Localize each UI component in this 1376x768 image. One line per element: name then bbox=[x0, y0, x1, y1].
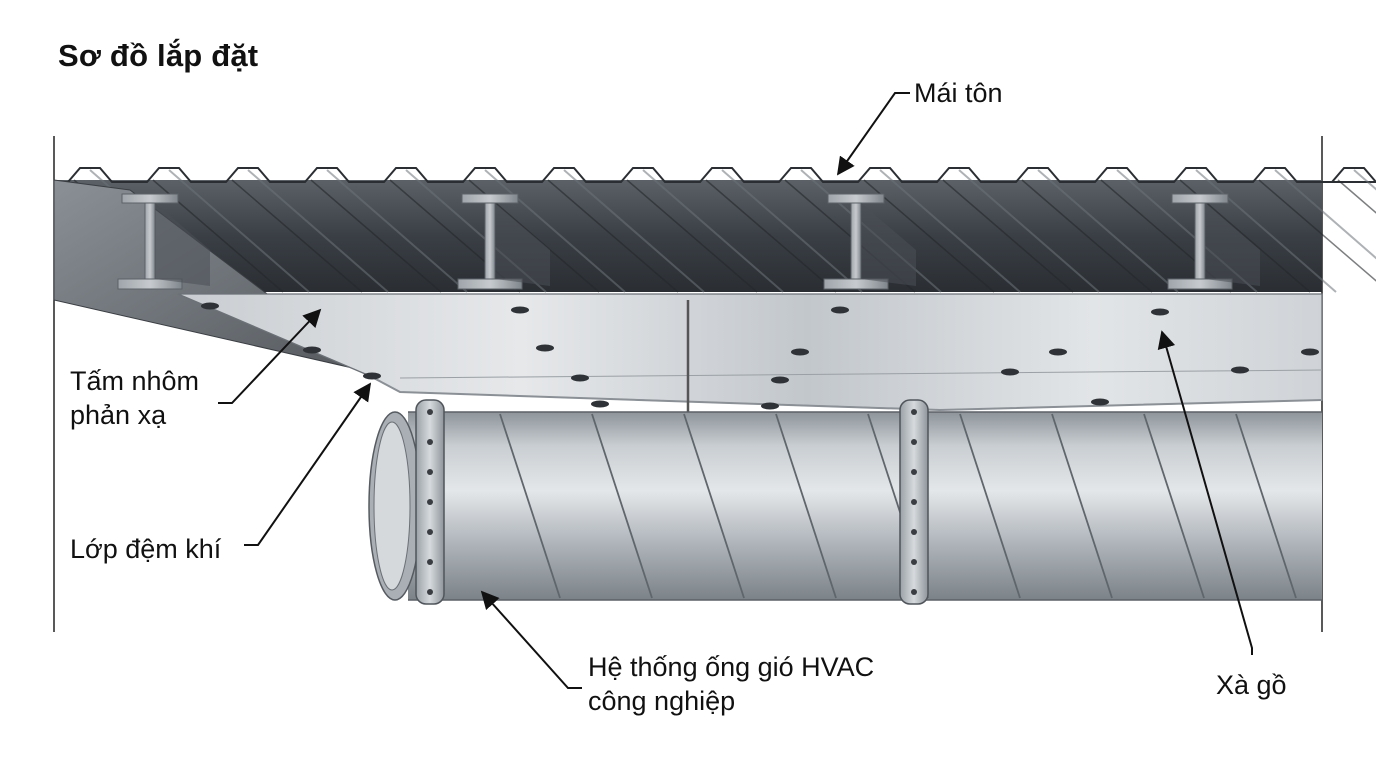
purlin-beam bbox=[823, 193, 916, 290]
label-roof: Mái tôn bbox=[914, 76, 1003, 110]
leader-lines bbox=[218, 92, 1253, 689]
label-purlin: Xà gồ bbox=[1216, 668, 1287, 702]
label-roof-text: Mái tôn bbox=[914, 78, 1003, 108]
reflective-foil-sheet bbox=[177, 293, 1323, 590]
purlin-leader bbox=[1157, 330, 1253, 655]
label-foil-line2: phản xạ bbox=[70, 400, 167, 430]
label-duct-line2: công nghiệp bbox=[588, 686, 736, 716]
label-purlin-text: Xà gồ bbox=[1216, 670, 1287, 700]
label-foil-line1: Tấm nhôm bbox=[70, 366, 200, 396]
duct-flange bbox=[899, 399, 929, 605]
duct-leader bbox=[480, 590, 582, 689]
purlin-beam bbox=[117, 193, 210, 290]
label-air-layer-text: Lớp đệm khí bbox=[70, 534, 222, 564]
label-duct: Hệ thống ống gió HVAC công nghiệp bbox=[588, 650, 874, 718]
diagram-title: Sơ đồ lắp đặt bbox=[58, 38, 259, 73]
duct-spiral-seams bbox=[499, 413, 1297, 599]
air-layer-leader bbox=[244, 382, 372, 546]
roof-leader bbox=[836, 92, 910, 176]
label-air-layer: Lớp đệm khí bbox=[70, 532, 221, 566]
purlins bbox=[117, 193, 1260, 290]
hvac-duct bbox=[368, 399, 1322, 605]
roof-corrugation bbox=[54, 167, 1376, 183]
duct-flange bbox=[415, 399, 445, 605]
purlin-beam bbox=[1167, 193, 1260, 290]
label-foil: Tấm nhôm phản xạ bbox=[70, 364, 199, 432]
foil-leader bbox=[218, 308, 322, 404]
label-duct-line1: Hệ thống ống gió HVAC bbox=[588, 652, 875, 682]
purlin-beam bbox=[457, 193, 550, 290]
foil-fixings bbox=[201, 302, 1319, 410]
